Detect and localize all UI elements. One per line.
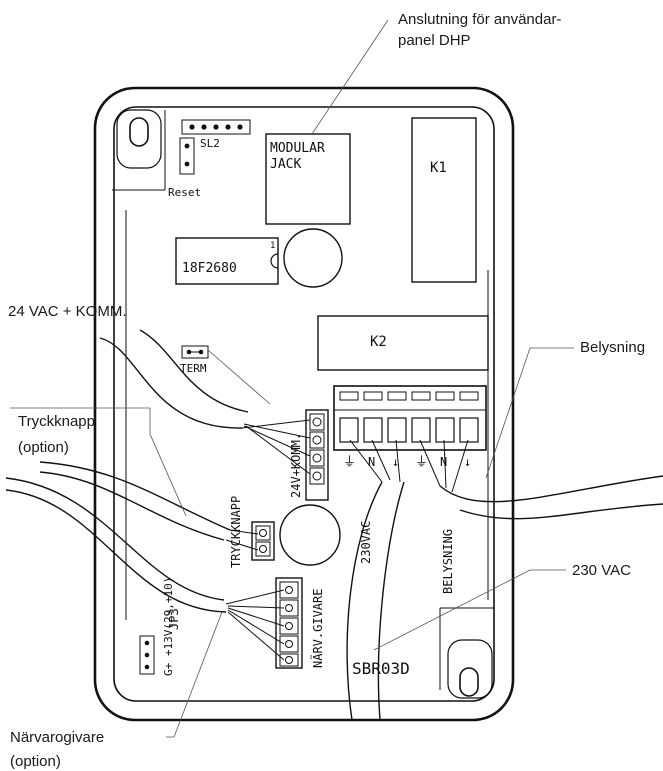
terminal-mark-3: ↓ [392,455,399,469]
callout-presence-line1: Närvarogivare [10,729,104,746]
relay-k1: K1 [411,117,477,283]
jp3-label: JP3 [167,608,181,630]
leader-term [207,349,271,405]
enclosure [93,86,515,722]
cable-230vac: 230VAC [346,439,405,721]
jumper-sl2: SL2 [181,119,251,150]
callout-user-panel-line1: Anslutning för användar- [398,11,561,28]
leader-user-panel [311,19,389,135]
leader-230vac [373,569,566,651]
callout-comm-24vac: 24 VAC + KOMM. [8,303,127,320]
capacitor-upper [283,228,343,288]
leader-presence [166,611,223,738]
pushbutton-connector-label: TRYCKKNAPP [229,496,243,568]
chip-pin-one: 1 [270,241,275,251]
reset-label: Reset [168,186,201,199]
modular-jack-line1: MODULAR [270,141,325,156]
term-jumper: TERM [180,345,209,375]
cable-comm [99,329,311,475]
modular-jack-line2: JACK [270,157,301,172]
capacitor-lower [279,504,341,566]
term-label: TERM [180,362,207,375]
callout-230vac: 230 VAC [572,562,631,579]
callout-pushbutton-line1: Tryckknapp [18,413,95,430]
modular-jack: MODULAR JACK [265,133,351,225]
callout-presence-line2: (option) [10,753,61,770]
microcontroller: 18F2680 1 [175,228,343,288]
model-label: SBR03D [352,659,410,678]
cable-presence [5,477,285,661]
callout-pushbutton-line2: (option) [18,439,69,456]
lighting-connector-label: BELYSNING [441,529,455,594]
terminal-mark-5: N [440,455,447,469]
reset-jumper: Reset [168,137,201,199]
presence-connector-label: NÄRV.GIVARE [310,589,325,668]
comm-connector-label: 24V+KOMM. [289,433,303,498]
terminal-mark-2: N [368,455,375,469]
terminal-mark-1: ⏚ [343,455,356,470]
cable-pushbutton [39,461,259,551]
relay-k2: K2 [317,315,489,371]
callout-user-panel-line2: panel DHP [398,32,471,49]
terminal-mark-4: ⏚ [415,455,428,470]
comm-connector: 24V+KOMM. [289,409,329,501]
relay-k1-label: K1 [430,160,447,176]
jp3-jumper: JP3 G+ +13V(29,+10) [139,577,181,676]
pushbutton-connector: TRYCKKNAPP [229,496,341,568]
callout-lighting: Belysning [580,339,645,356]
mains-connector-label: 230VAC [359,521,373,564]
terminal-mark-6: ↓ [464,455,471,469]
leader-lighting [485,347,574,479]
jp3-pins-label: G+ +13V(29,+10) [162,577,175,676]
chip-id: 18F2680 [182,261,237,276]
leader-pushbutton [10,407,187,517]
relay-k2-label: K2 [370,334,387,350]
mains-terminal-block: ⏚ N ↓ ⏚ N ↓ [333,385,487,470]
sl2-label: SL2 [200,137,220,150]
presence-connector: NÄRV.GIVARE [275,577,325,669]
cable-lighting: BELYSNING [419,439,663,594]
